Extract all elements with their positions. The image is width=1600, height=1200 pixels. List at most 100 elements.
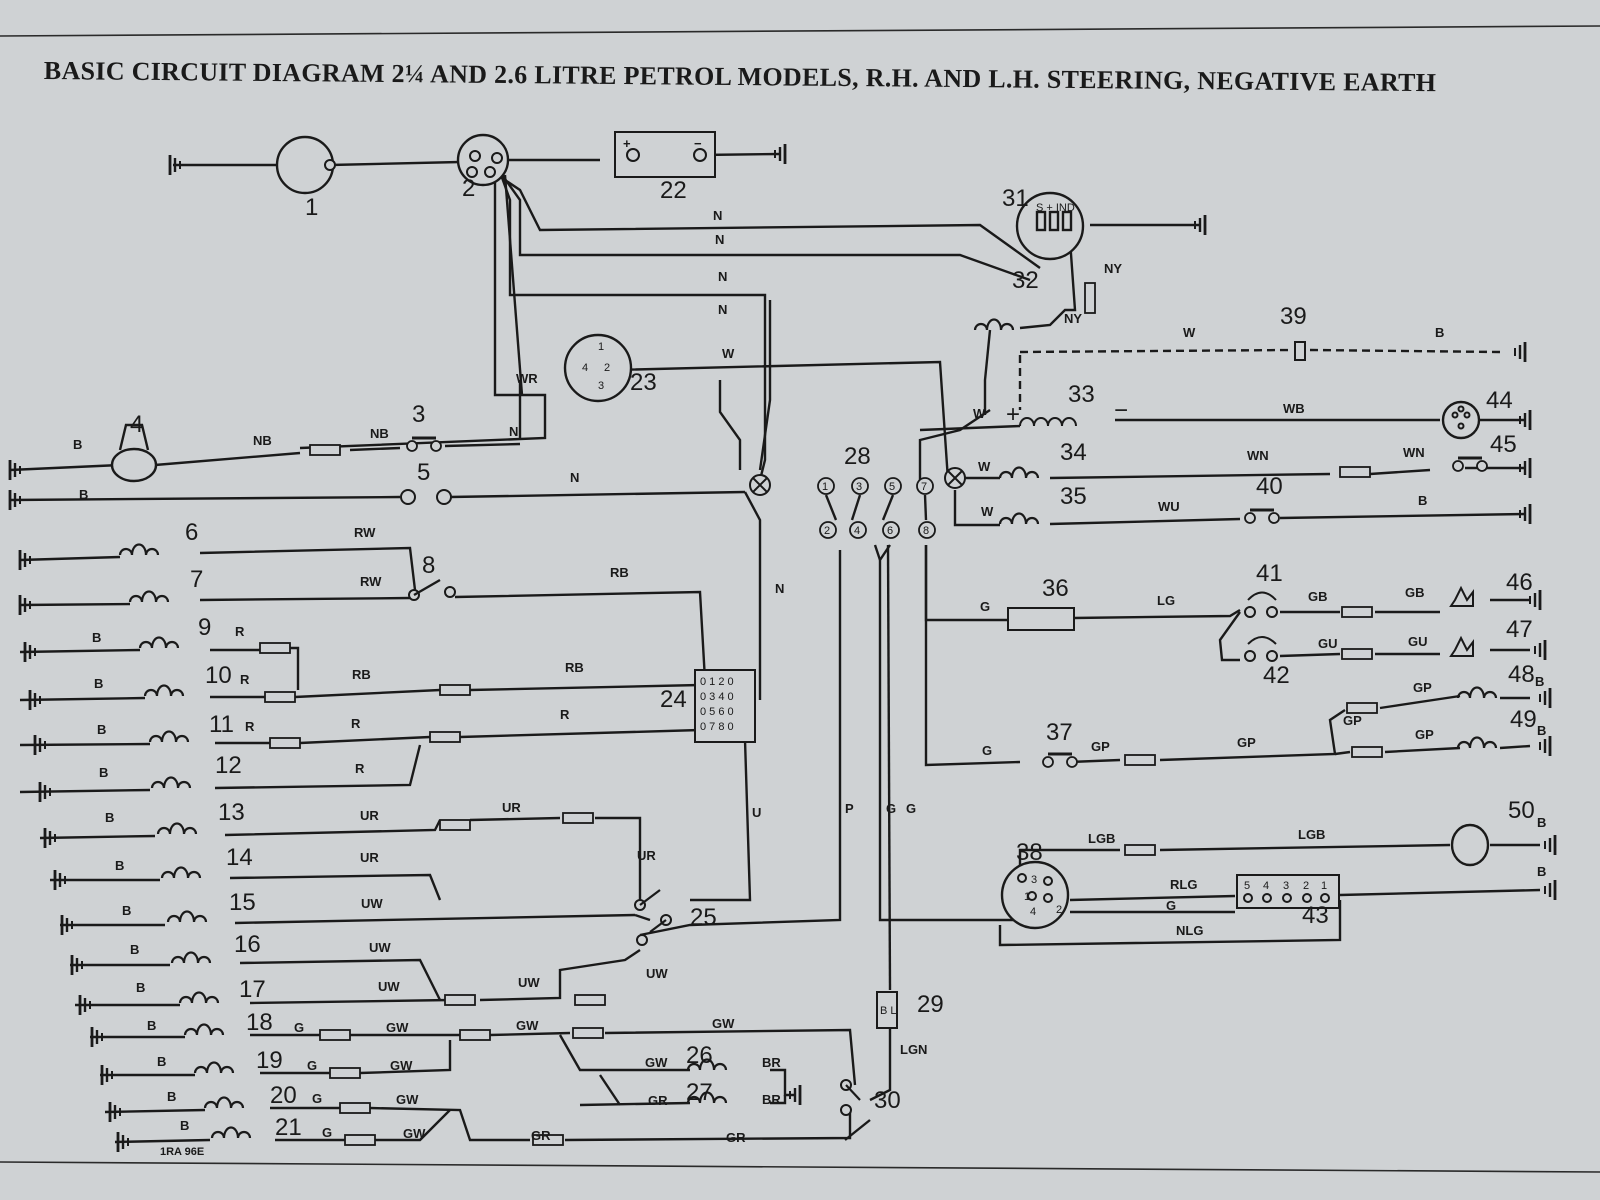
c29-label: B L — [880, 1005, 897, 1017]
wire-label: B — [73, 437, 82, 452]
wire-label: B — [1435, 325, 1444, 340]
wire-label: RW — [354, 525, 376, 540]
wire-label: GW — [645, 1055, 668, 1070]
component-number-30: 30 — [874, 1087, 901, 1114]
wire-label: W — [1183, 325, 1196, 340]
motor-50-symbol — [1450, 823, 1490, 867]
wire-label: UR — [637, 848, 656, 863]
component-number-7: 7 — [190, 566, 203, 593]
wire-label: R — [235, 624, 245, 639]
wire-label: GP — [1413, 680, 1432, 695]
wire-label: GP — [1237, 735, 1256, 750]
fuse-28-terminals — [817, 477, 936, 539]
component-number-48: 48 — [1508, 661, 1535, 688]
c28-term-5: 5 — [889, 481, 895, 493]
battery-positive-label: + — [623, 136, 631, 151]
wire-label: WN — [1247, 448, 1269, 463]
c38-term-3: 3 — [1031, 874, 1037, 886]
wire-label: BR — [762, 1092, 781, 1107]
wire-label: NY — [1104, 261, 1122, 276]
wire-label: N — [715, 232, 724, 247]
wire-label: G — [312, 1091, 322, 1106]
c28-term-4: 4 — [854, 525, 860, 537]
ignition-switch-symbol — [563, 333, 633, 403]
wire-label: W — [981, 504, 994, 519]
wire-label: N — [718, 302, 727, 317]
wire-label: RLG — [1170, 877, 1197, 892]
coil-positive-label: + — [1006, 401, 1020, 428]
wire-label: LGB — [1298, 827, 1325, 842]
wire-label: B — [147, 1018, 156, 1033]
c28-term-3: 3 — [856, 481, 862, 493]
wire-label: B — [122, 903, 131, 918]
wire-label: B — [105, 810, 114, 825]
wire-label: NB — [370, 426, 389, 441]
wire-label: G — [294, 1020, 304, 1035]
wire-label: G — [886, 801, 896, 816]
terminal-texts: + − + − S + IND 1 2 3 4 0 1 2 0 0 3 4 0 … — [160, 136, 1327, 1158]
horn-symbol — [110, 423, 158, 483]
component-number-19: 19 — [256, 1047, 283, 1074]
part-annotation: 1RA 96E — [160, 1146, 204, 1158]
component-number-20: 20 — [270, 1082, 297, 1109]
wire-label: B — [92, 630, 101, 645]
component-number-15: 15 — [229, 889, 256, 916]
wire-label: G — [906, 801, 916, 816]
wire-label: B — [79, 487, 88, 502]
fuses — [259, 282, 1383, 1146]
wire-label: B — [1535, 674, 1544, 689]
wire-label: GW — [712, 1016, 735, 1031]
component-number-50: 50 — [1508, 797, 1535, 824]
wire-label: NLG — [1176, 923, 1203, 938]
component-number-12: 12 — [215, 752, 242, 779]
component-number-3: 3 — [412, 401, 425, 428]
wire-label: B — [1418, 493, 1427, 508]
wire-label: N — [570, 470, 579, 485]
wire-label: W — [973, 406, 986, 421]
component-number-16: 16 — [234, 931, 261, 958]
wire-label: B — [97, 722, 106, 737]
wire-label: R — [245, 719, 255, 734]
component-number-32: 32 — [1012, 267, 1039, 294]
wire-label: UR — [502, 800, 521, 815]
wire-label: B — [94, 676, 103, 691]
component-details — [324, 148, 1474, 903]
component-number-4: 4 — [130, 411, 143, 438]
wire-label: RB — [565, 660, 584, 675]
wire-label: G — [980, 599, 990, 614]
wire-label: UW — [369, 940, 391, 955]
wire-label: GR — [726, 1130, 746, 1145]
wire-label: WR — [516, 371, 538, 386]
fuse-29-symbol — [876, 991, 898, 1029]
paper-edges — [0, 25, 1600, 1173]
c43-term-2: 2 — [1303, 880, 1309, 892]
c28-term-6: 6 — [887, 525, 893, 537]
wire-label: B — [130, 942, 139, 957]
c38-term-2: 2 — [1056, 904, 1062, 916]
component-number-36: 36 — [1042, 575, 1069, 602]
bulbs — [118, 318, 1498, 1140]
component-number-34: 34 — [1060, 439, 1087, 466]
wire-label: GU — [1408, 634, 1428, 649]
regulator-terminal-label: S + IND — [1036, 202, 1075, 214]
component-number-8: 8 — [422, 552, 435, 579]
wire-label: B — [99, 765, 108, 780]
wire-label: R — [240, 672, 250, 687]
wire-label: W — [978, 459, 991, 474]
c43-term-1: 1 — [1321, 880, 1327, 892]
c28-term-2: 2 — [824, 525, 830, 537]
component-number-46: 46 — [1506, 569, 1533, 596]
distributor-symbol — [1441, 400, 1481, 440]
c43-term-3: 3 — [1283, 880, 1289, 892]
component-number-45: 45 — [1490, 431, 1517, 458]
wire-label: N — [775, 581, 784, 596]
wire-label: RB — [610, 565, 629, 580]
wire-label: WB — [1283, 401, 1305, 416]
wire-label: GW — [516, 1018, 539, 1033]
c43-term-4: 4 — [1263, 880, 1269, 892]
wire-label: G — [1166, 898, 1176, 913]
component-number-10: 10 — [205, 662, 232, 689]
c28-term-1: 1 — [822, 481, 828, 493]
wire-label: LGN — [900, 1042, 927, 1057]
